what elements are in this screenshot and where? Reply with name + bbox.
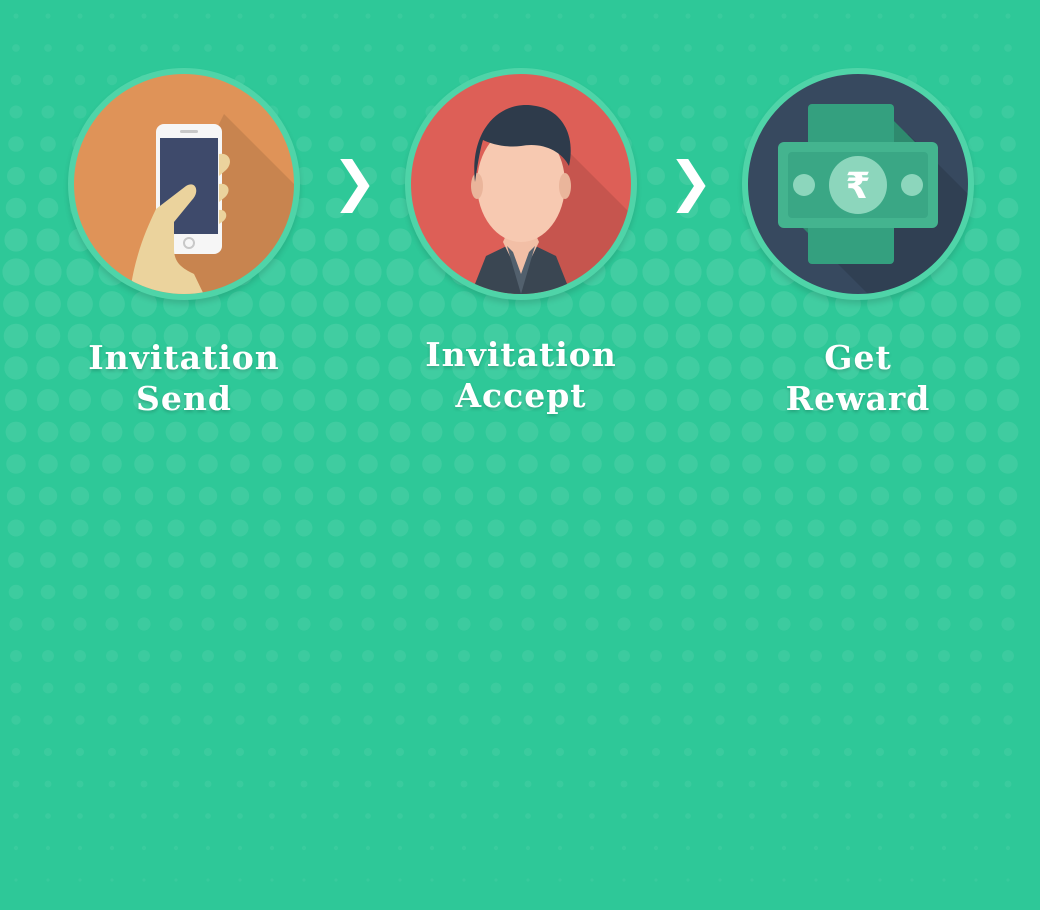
hand-holding-phone-icon — [129, 114, 294, 294]
rupee-banknote-icon: ₹ — [778, 104, 968, 294]
chevron-right-icon: ❯ — [332, 150, 378, 213]
step-label-line2: Reward — [785, 379, 931, 418]
user-avatar-icon — [471, 104, 631, 294]
step-get-reward: ₹ Get Reward — [742, 68, 974, 418]
step-label: Invitation Accept — [375, 334, 667, 416]
reward-circle: ₹ — [742, 68, 974, 300]
step-label: Invitation Send — [38, 337, 330, 419]
step-label-line2: Send — [136, 379, 232, 418]
step-label: Get Reward — [712, 337, 1004, 419]
step-label-line1: Invitation — [88, 338, 280, 377]
step-invitation-accept: Invitation Accept — [405, 68, 637, 415]
svg-text:₹: ₹ — [845, 166, 870, 207]
send-circle — [68, 68, 300, 300]
step-label-line1: Get — [824, 338, 892, 377]
step-invitation-send: Invitation Send — [68, 68, 300, 418]
step-label-line1: Invitation — [425, 335, 617, 374]
chevron-right-icon: ❯ — [668, 150, 714, 213]
step-label-line2: Accept — [455, 376, 587, 415]
accept-circle — [405, 68, 637, 300]
